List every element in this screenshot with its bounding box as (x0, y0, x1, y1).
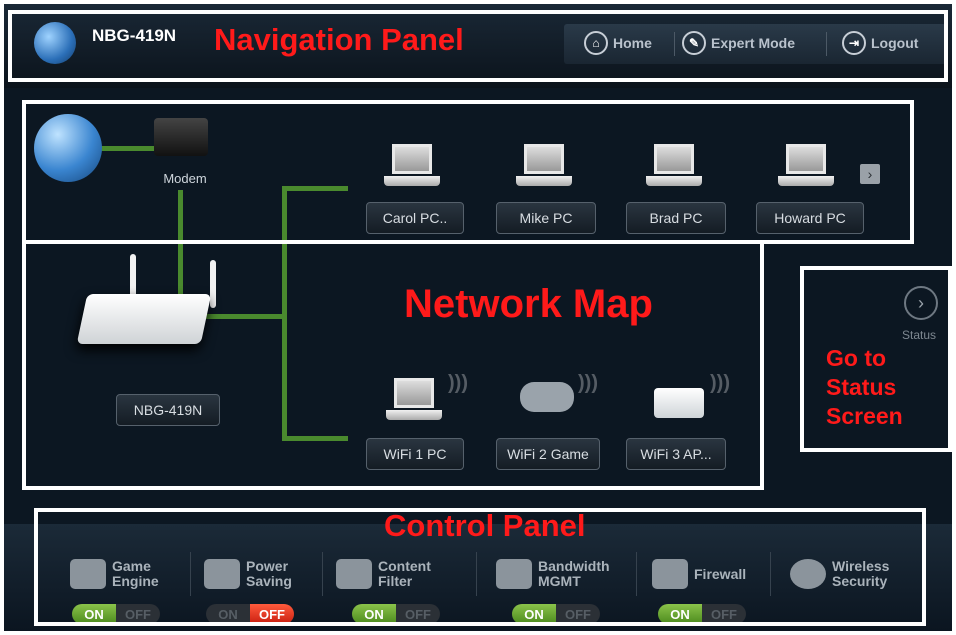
home-label: Home (613, 35, 652, 51)
wifi-signal-icon: ))) (578, 372, 598, 394)
internet-globe-icon (34, 114, 102, 182)
wifi-signal-icon: ))) (448, 372, 468, 394)
internet-modem-link (100, 146, 156, 151)
status-callout-box (800, 266, 952, 452)
zyxel-globe-logo-icon (34, 22, 76, 64)
power-saving-control[interactable]: Power Saving (204, 552, 292, 596)
status-caption: Go to Status Screen (826, 345, 903, 429)
control-divider (770, 552, 771, 596)
toggle-on: ON (512, 604, 556, 624)
bandwidth-mgmt-label: Bandwidth MGMT (538, 558, 610, 589)
game-engine-toggle[interactable]: ON OFF (72, 604, 160, 624)
control-panel-callout-box (34, 508, 926, 626)
device-label-wifi-3-ap[interactable]: WiFi 3 AP... (626, 438, 726, 470)
laptop-icon[interactable] (384, 144, 440, 188)
router-web-gui: NBG-419N ⌂ Home ✎ Expert Mode ⇥ Logout N… (4, 4, 952, 631)
logout-button[interactable]: ⇥ Logout (842, 28, 918, 58)
filter-icon (336, 559, 372, 589)
wireless-security-control[interactable]: Wireless Security (790, 552, 889, 596)
toggle-on: ON (352, 604, 396, 624)
network-map-callout-box-bottom (22, 240, 764, 490)
logout-label: Logout (871, 35, 919, 51)
control-divider (476, 552, 477, 596)
power-saving-label: Power Saving (246, 558, 292, 589)
nav-divider (826, 32, 827, 56)
modem-icon (154, 118, 208, 156)
nav-divider (674, 32, 675, 56)
control-divider (322, 552, 323, 596)
next-devices-arrow-icon[interactable]: › (860, 164, 880, 184)
leaf-icon (204, 559, 240, 589)
device-label-carol-pc[interactable]: Carol PC.. (366, 202, 464, 234)
game-engine-control[interactable]: Game Engine (70, 552, 159, 596)
toggle-off: OFF (405, 606, 431, 622)
wireless-branch-line (282, 436, 348, 441)
wifi-signal-icon: ))) (710, 372, 730, 394)
router-lan-link (204, 314, 284, 319)
laptop-icon[interactable] (516, 144, 572, 188)
control-panel-caption: Control Panel (384, 508, 586, 543)
nav-button-group (564, 24, 946, 64)
wireless-security-label: Wireless Security (832, 558, 890, 589)
navigation-panel-caption: Navigation Panel (214, 22, 464, 57)
wired-branch-line (282, 186, 348, 191)
laptop-icon[interactable] (778, 144, 834, 188)
content-filter-control[interactable]: Content Filter (336, 552, 431, 596)
device-label-mike-pc[interactable]: Mike PC (496, 202, 596, 234)
bandwidth-mgmt-control[interactable]: Bandwidth MGMT (496, 552, 610, 596)
toggle-off: OFF (565, 606, 591, 622)
control-divider (190, 552, 191, 596)
expert-mode-button[interactable]: ✎ Expert Mode (682, 28, 795, 58)
network-map-callout-box-top (22, 100, 914, 244)
lan-trunk-line (282, 186, 287, 440)
game-engine-label: Game Engine (112, 558, 159, 589)
laptop-icon[interactable] (646, 144, 702, 188)
router-antenna (210, 260, 216, 308)
toggle-on: ON (72, 604, 116, 624)
status-label: Status (902, 328, 937, 342)
content-filter-label: Content Filter (378, 558, 431, 589)
home-icon: ⌂ (584, 31, 608, 55)
firewall-control[interactable]: Firewall (652, 552, 746, 596)
access-point-icon[interactable] (654, 388, 704, 418)
firewall-icon (652, 559, 688, 589)
device-label-wifi-2-game[interactable]: WiFi 2 Game (496, 438, 600, 470)
router-label-button[interactable]: NBG-419N (116, 394, 220, 426)
bandwidth-mgmt-toggle[interactable]: ON OFF (512, 604, 600, 624)
device-label-howard-pc[interactable]: Howard PC (756, 202, 864, 234)
content-filter-toggle[interactable]: ON OFF (352, 604, 440, 624)
wrench-icon: ✎ (682, 31, 706, 55)
network-map-caption: Network Map (404, 282, 653, 326)
model-name: NBG-419N (92, 26, 177, 45)
wireless-laptop-icon[interactable] (386, 378, 442, 422)
expert-mode-label: Expert Mode (711, 35, 796, 51)
device-label-brad-pc[interactable]: Brad PC (626, 202, 726, 234)
firewall-label: Firewall (694, 565, 747, 582)
modem-label: Modem (163, 171, 207, 186)
power-saving-toggle[interactable]: ON OFF (206, 604, 294, 624)
game-console-icon[interactable] (520, 382, 574, 412)
navigation-panel-callout-box (8, 10, 948, 82)
bandwidth-bars-icon (496, 559, 532, 589)
toggle-on: ON (218, 606, 238, 622)
device-label-wifi-1-pc[interactable]: WiFi 1 PC (366, 438, 464, 470)
wireless-security-icon (790, 559, 826, 589)
toggle-off: OFF (711, 606, 737, 622)
toggle-on: ON (658, 604, 702, 624)
home-button[interactable]: ⌂ Home (584, 28, 652, 58)
logout-icon: ⇥ (842, 31, 866, 55)
firewall-toggle[interactable]: ON OFF (658, 604, 746, 624)
control-divider (636, 552, 637, 596)
toggle-off: OFF (250, 604, 294, 624)
router-antenna (130, 254, 136, 304)
status-arrow-icon[interactable]: › (904, 286, 938, 320)
gamepad-icon (70, 559, 106, 589)
toggle-off: OFF (125, 606, 151, 622)
